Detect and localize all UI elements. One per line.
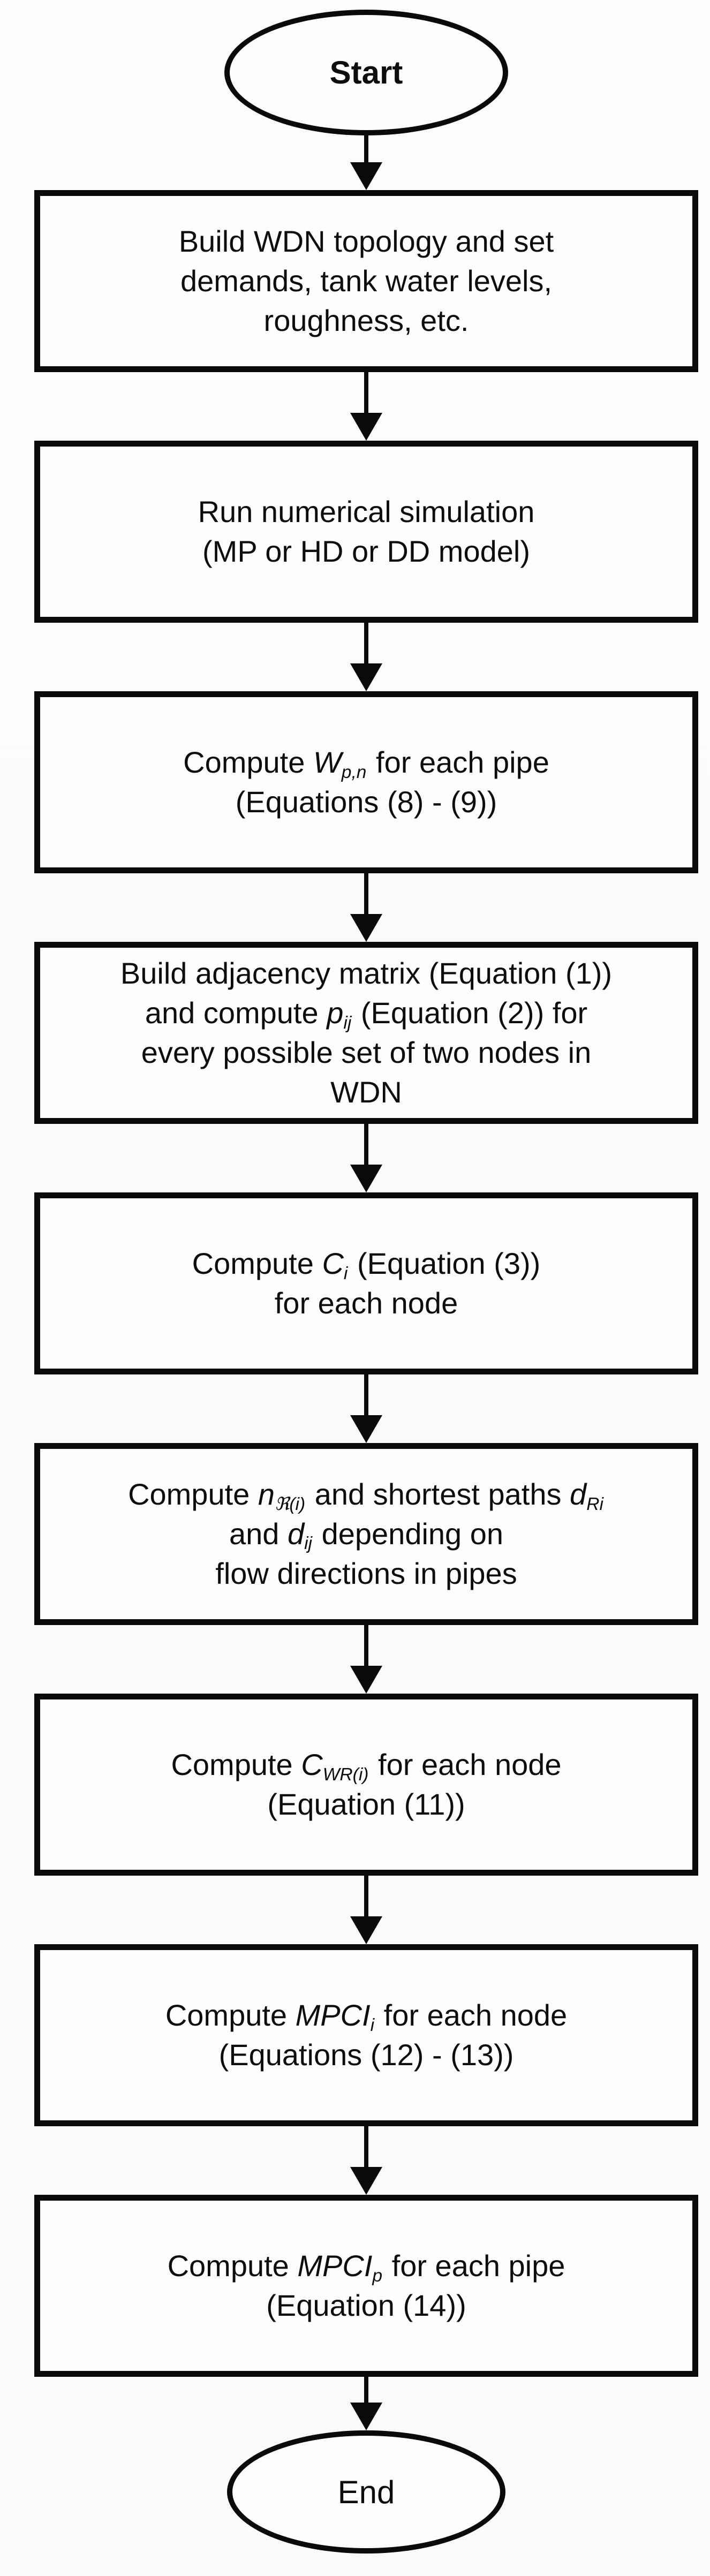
text-run: and <box>229 1517 288 1551</box>
text-run: for each node <box>369 1748 562 1782</box>
math-subscript: p <box>372 2265 383 2286</box>
text-run: (Equation (11)) <box>267 1787 465 1821</box>
flow-arrow-6 <box>350 1374 382 1443</box>
arrow-head-down-icon <box>350 1415 382 1443</box>
flow-arrow-2 <box>350 372 382 441</box>
text-run: Compute <box>165 1998 296 2033</box>
text-run: Run numerical simulation <box>198 495 535 529</box>
text-run: Compute <box>192 1247 322 1281</box>
text-run: (Equation (14)) <box>266 2288 466 2322</box>
text-run: for each node <box>375 1998 568 2033</box>
arrow-stem <box>364 1124 368 1165</box>
text-run: Compute <box>171 1748 301 1782</box>
flow-arrow-5 <box>350 1124 382 1192</box>
math-var: d <box>570 1477 587 1512</box>
text-run: every possible set of two nodes in <box>141 1036 592 1069</box>
arrow-stem <box>364 2126 368 2167</box>
math-var: MPCI <box>297 2249 373 2283</box>
text-run: Build adjacency matrix (Equation (1)) <box>120 956 613 991</box>
text-run: demands, tank water levels, <box>180 264 553 298</box>
text-run: and compute <box>145 996 327 1030</box>
math-var: n <box>258 1477 275 1512</box>
math-var: MPCI <box>295 1998 371 2033</box>
arrow-stem <box>364 2377 368 2403</box>
flow-arrow-8 <box>350 1876 382 1944</box>
math-var: C <box>322 1247 344 1281</box>
arrow-head-down-icon <box>350 1666 382 1694</box>
flow-arrow-4 <box>350 873 382 942</box>
text-run: Build WDN topology and set <box>178 224 554 259</box>
text-run: for each pipe <box>367 745 549 780</box>
math-subscript: p,n <box>341 762 367 782</box>
text-run: Compute <box>183 745 313 780</box>
arrow-head-down-icon <box>350 1916 382 1944</box>
text-run: (Equation (2)) for <box>352 996 588 1030</box>
process-compute-mpci-pipe: Compute MPCIp for each pipe (Equation (1… <box>34 2195 698 2377</box>
text-run: for each node <box>274 1286 458 1320</box>
start-terminal: Start <box>224 10 508 135</box>
text-run: WDN <box>330 1075 402 1109</box>
flow-arrow-7 <box>350 1625 382 1694</box>
flow-arrow-1 <box>350 135 382 190</box>
math-var: p <box>327 996 344 1030</box>
end-terminal: End <box>227 2430 505 2554</box>
arrow-stem <box>364 873 368 914</box>
flow-arrow-10 <box>350 2377 382 2430</box>
math-subscript: Ri <box>586 1494 603 1514</box>
math-subscript: ℜ(i) <box>275 1494 306 1514</box>
arrow-head-down-icon <box>350 663 382 691</box>
process-compute-ci: Compute Ci (Equation (3)) for each node <box>34 1192 698 1374</box>
text-run: (Equations (8) - (9)) <box>235 785 497 819</box>
arrow-head-down-icon <box>350 2167 382 2195</box>
process-compute-wpn: Compute Wp,n for each pipe (Equations (8… <box>34 691 698 873</box>
process-build-wdn-topology: Build WDN topology and set demands, tank… <box>34 190 698 372</box>
math-subscript: i <box>343 1263 348 1283</box>
math-var: d <box>287 1517 305 1551</box>
flow-arrow-9 <box>350 2126 382 2195</box>
process-build-adjacency-matrix: Build adjacency matrix (Equation (1)) an… <box>34 942 698 1124</box>
arrow-head-down-icon <box>350 914 382 942</box>
flow-arrow-3 <box>350 623 382 691</box>
text-run: Compute <box>128 1477 258 1512</box>
text-run: and shortest paths <box>306 1477 570 1512</box>
text-run: for each pipe <box>383 2249 565 2283</box>
arrow-head-down-icon <box>350 413 382 441</box>
process-run-simulation: Run numerical simulation (MP or HD or DD… <box>34 441 698 623</box>
math-subscript: ij <box>304 1533 313 1554</box>
process-compute-cwr: Compute CWR(i) for each node (Equation (… <box>34 1694 698 1876</box>
text-run: flow directions in pipes <box>215 1556 517 1590</box>
arrow-stem <box>364 1625 368 1666</box>
arrow-stem <box>364 1374 368 1415</box>
text-run: roughness, etc. <box>263 303 469 337</box>
arrow-stem <box>364 1876 368 1916</box>
flowchart-column: Start Build WDN topology and set demands… <box>11 0 710 2554</box>
text-run: depending on <box>313 1517 504 1551</box>
process-compute-mpci-node: Compute MPCIi for each node (Equations (… <box>34 1944 698 2126</box>
process-compute-shortest-paths: Compute nℜ(i) and shortest paths dRi and… <box>34 1443 698 1625</box>
arrow-head-down-icon <box>350 1165 382 1192</box>
text-run: (Equations (12) - (13)) <box>218 2038 514 2072</box>
math-subscript: ij <box>343 1013 352 1033</box>
arrow-stem <box>364 372 368 413</box>
math-subscript: i <box>370 2015 375 2035</box>
text-run: Compute <box>167 2249 298 2283</box>
text-run: (Equation (3)) <box>349 1247 541 1281</box>
math-var: W <box>313 745 342 780</box>
arrow-head-down-icon <box>350 162 382 190</box>
end-label: End <box>337 2474 395 2510</box>
start-label: Start <box>329 55 403 90</box>
arrow-head-down-icon <box>350 2403 382 2430</box>
math-subscript: WR(i) <box>322 1764 369 1785</box>
arrow-stem <box>364 623 368 663</box>
math-var: C <box>301 1748 323 1782</box>
text-run: (MP or HD or DD model) <box>202 534 530 568</box>
arrow-stem <box>364 135 368 162</box>
